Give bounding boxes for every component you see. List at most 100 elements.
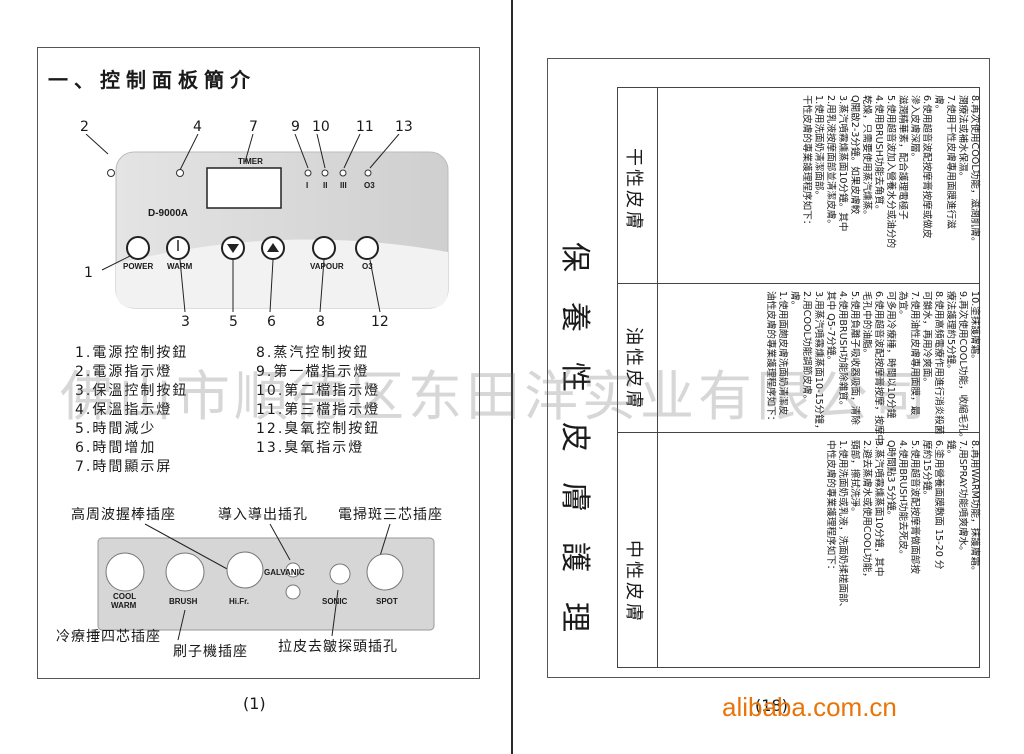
care-step-line: 其中 Q5-7分鐘。 [825, 291, 837, 366]
o3-button-label: O3 [362, 262, 373, 271]
socket-label-galvanic: 導入導出插孔 [218, 507, 308, 523]
callout-5: 5 [229, 314, 238, 330]
callout-6: 6 [267, 314, 276, 330]
care-step-line: 可鎖水，再用冷爽面。 [921, 291, 933, 387]
legend-item-2: 2.電源指示燈 [75, 364, 173, 380]
timer-label: TIMER [238, 157, 263, 166]
care-table [617, 87, 980, 668]
care-step-line: 療法護理約5分鐘。 [945, 291, 957, 374]
socket-warm-label: WARM [111, 601, 137, 610]
legend-item-11: 11.第三檔指示燈 [256, 402, 381, 418]
callout-1: 1 [84, 265, 93, 281]
socket-brush-label: BRUSH [169, 597, 198, 606]
care-step-line: 干性皮膚的專業護理程序如下： [801, 95, 813, 230]
legend-item-9: 9.第一檔指示燈 [256, 364, 370, 380]
callout-7: 7 [249, 119, 258, 135]
care-step-line: 潤療法或補水保濕。 [957, 95, 969, 182]
callout-9: 9 [291, 119, 300, 135]
legend-item-4: 4.保溫指示燈 [75, 402, 173, 418]
socket-panel-diagram [90, 523, 435, 641]
care-step-line: 8.再次使用COOL功能，滋潤肌膚。 [969, 95, 980, 247]
callout-13: 13 [395, 119, 413, 135]
care-step-line: 滲入皮膚深層。 [909, 95, 921, 163]
care-step-line: 3.蒸汽噴霧燻蒸面10分鐘，其中 [873, 440, 885, 577]
care-step-line: 1.使用洗面奶或乳液，洗面奶揉搓面部、 [837, 440, 849, 613]
power-button-label: POWER [123, 262, 154, 271]
care-step-line: 5.使用超音波加入營養水分或油分的 [885, 95, 897, 249]
care-step-line: 毛孔中的油脂。 [861, 291, 873, 359]
level-mark-2: II [323, 181, 328, 190]
care-step-line: 7.使用油性皮膚專用面膜，最 [909, 291, 921, 416]
table-header-rule [657, 87, 658, 668]
socket-sonic-label: SONIC [322, 597, 348, 606]
table-rule-2 [617, 432, 980, 433]
care-step-line: 為宜。 [897, 291, 909, 320]
socket-label-hifr: 高周波握棒插座 [71, 507, 176, 523]
right-page-frame [547, 58, 990, 678]
left-page-frame [37, 47, 480, 679]
level-mark-1: I [306, 181, 309, 190]
control-panel-diagram [85, 134, 449, 313]
care-step-line: 膚。 [933, 95, 945, 115]
legend-item-8: 8.蒸汽控制按鈕 [256, 345, 370, 361]
legend-item-12: 12.臭氧控制按鈕 [256, 421, 381, 437]
care-step-line: 1.使用面皰皮膚洗面奶清潔皮 [777, 291, 789, 416]
level-mark-o3: O3 [364, 181, 375, 190]
care-step-line: 2.用COOL功能調節皮膚。 [801, 291, 813, 405]
care-step-line: 3.蒸汽噴霧燻蒸面10分鐘。其中 [837, 95, 849, 232]
socket-label-cool: 冷療捶四芯插座 [56, 629, 161, 645]
left-page-number: (1) [243, 694, 266, 713]
care-step-line: 滋潤精華素，配合護理電極子 [897, 95, 909, 220]
care-step-line: 中性皮膚的專業護理程序如下： [825, 440, 837, 575]
left-page-title: 一、控制面板簡介 [48, 68, 256, 92]
socket-label-spot: 電掃斑三芯插座 [338, 507, 443, 523]
care-step-line: 5.使用超音波配按摩膏做面部按 [909, 440, 921, 574]
care-step-line: 摩約15分鐘。 [921, 440, 933, 501]
callout-10: 10 [312, 119, 330, 135]
care-step-line: 4.使用BRUSH功能去角質。 [873, 95, 885, 215]
callout-12: 12 [371, 314, 389, 330]
callout-11: 11 [356, 119, 374, 135]
legend-item-1: 1.電源控制按鈕 [75, 345, 189, 361]
care-step-line: 6.塗用營養面膜敷面 15-20 分 [933, 440, 945, 570]
care-step-line: 9.再次使用COOL功能，收縮毛孔。 [957, 291, 969, 443]
callout-4: 4 [193, 119, 202, 135]
vapour-button-label: VAPOUR [310, 262, 344, 271]
model-label: D-9000A [148, 208, 189, 219]
care-step-line: 7.用SPRAY功能噴爽膚水。 [957, 440, 969, 556]
care-step-line: 乾燥，只需要使用蒸汽燻蒸。 [861, 95, 873, 220]
care-step-line: 頸部，擦拭洗淨。 [849, 440, 861, 517]
heading-neutral-skin: 中性皮膚 [623, 540, 644, 624]
care-step-line: 油性皮膚的專業護理程序如下： [765, 291, 777, 426]
dry-skin-text: 干性皮膚的專業護理程序如下：1.使用洗面奶清潔面部。2.用乳液按摩面部並清潔皮膚… [800, 95, 980, 248]
callout-8: 8 [316, 314, 325, 330]
right-page-title: 保養性皮膚護理 [557, 242, 592, 662]
warm-button-label: WARM [167, 262, 193, 271]
neutral-skin-text: 中性皮膚的專業護理程序如下：1.使用洗面奶或乳液，洗面奶揉搓面部、頸部，擦拭洗淨… [824, 440, 980, 612]
socket-label-sonic: 拉皮去皺探頭插孔 [278, 639, 398, 655]
care-step-line: 6.使用超音波配按摩膏按摩或做皮 [921, 95, 933, 239]
socket-spot-label: SPOT [376, 597, 398, 606]
care-step-line: 8.再用WARM功能，抹護膚霜。 [969, 440, 980, 576]
care-step-line: 膚。 [789, 291, 801, 311]
legend-item-5: 5.時間減少 [75, 421, 157, 437]
care-step-line: 可多用冷療捶，時間以10分鐘 [885, 291, 897, 419]
care-step-line: 8.使用高頻電療作用進行消炎殺菌 [933, 291, 945, 435]
socket-label-brush: 刷子機插座 [173, 644, 248, 660]
socket-galvanic-label: GALVANIC [264, 568, 305, 577]
spread-divider [511, 0, 513, 754]
right-page-number: (18) [755, 696, 788, 715]
heading-oily-skin: 油性皮膚 [623, 327, 644, 411]
legend-item-10: 10.第二檔指示燈 [256, 383, 381, 399]
care-step-line: 4.使用BRUSH功能去死皮。 [897, 440, 909, 560]
care-step-line: 鐘。 [945, 440, 957, 460]
care-step-line: Q時間點3 5分鐘。 [885, 440, 897, 521]
level-mark-3: III [340, 181, 347, 190]
care-step-line: 6.使用超音波配按摩膏按摩，按摩中 [873, 291, 885, 445]
callout-2: 2 [80, 119, 89, 135]
care-step-line: 3.用蒸汽噴霧燻蒸面10-15分鐘， [813, 291, 825, 434]
care-step-line: 7.使用干性皮膚專用面膜進行滋 [945, 95, 957, 229]
heading-dry-skin: 干性皮膚 [623, 148, 644, 232]
care-step-line: 10.塗抹護膚霜。 [969, 291, 980, 364]
